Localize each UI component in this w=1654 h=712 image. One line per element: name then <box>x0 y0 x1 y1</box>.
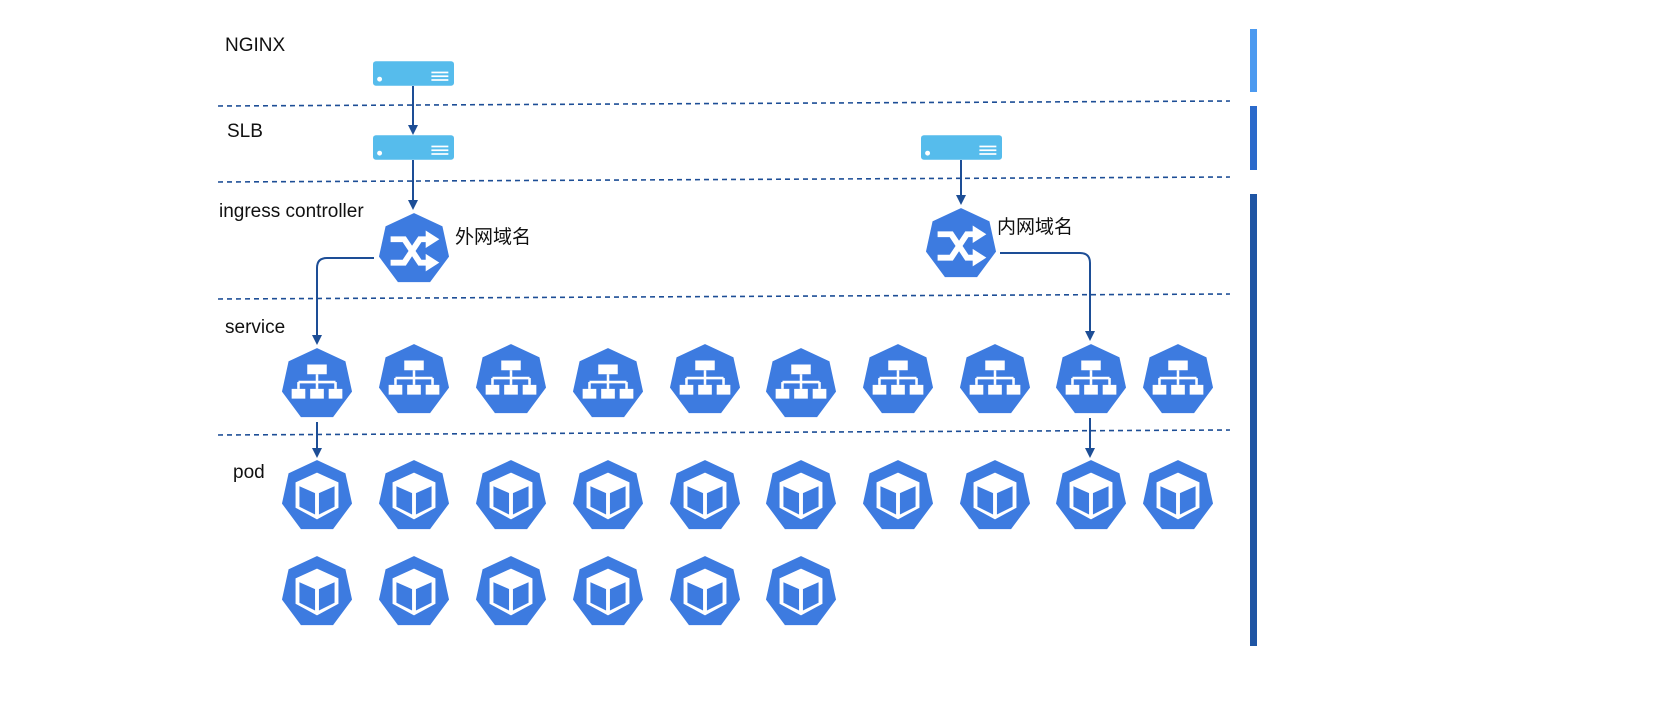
external-domain-label: 外网域名 <box>455 226 531 248</box>
service-icon <box>763 345 839 420</box>
internal-domain-label: 内网域名 <box>997 216 1073 238</box>
ingress-internal-icon <box>925 207 997 278</box>
divider-service-pod <box>217 429 1231 436</box>
side-bar-nginx <box>1250 29 1257 92</box>
service-icon <box>860 341 936 416</box>
layer-label-service: service <box>225 317 285 338</box>
arrow-ingress-internal-to-service <box>1000 252 1095 341</box>
layer-label-slb: SLB <box>227 121 263 142</box>
services-row <box>279 341 1216 420</box>
pod-icon <box>763 553 839 628</box>
divider-nginx-slb <box>217 100 1231 107</box>
slb-external-server-icon <box>373 135 454 160</box>
pod-icon <box>667 457 743 532</box>
pod-icon <box>570 457 646 532</box>
side-bars <box>1250 29 1257 646</box>
layer-label-pod: pod <box>233 462 265 483</box>
layer-labels: NGINX SLB ingress controller service pod <box>219 35 364 483</box>
pod-icon <box>473 457 549 532</box>
service-icon <box>667 341 743 416</box>
layer-label-ingress: ingress controller <box>219 201 364 222</box>
layer-dividers <box>217 100 1231 436</box>
service-icon <box>1053 341 1129 416</box>
side-bar-slb <box>1250 106 1257 170</box>
layer-label-nginx: NGINX <box>225 35 286 56</box>
pod-icon <box>279 457 355 532</box>
slb-internal-server-icon <box>921 135 1002 160</box>
pod-icon <box>957 457 1033 532</box>
pod-icon <box>667 553 743 628</box>
pod-icon <box>376 457 452 532</box>
nginx-server-icon <box>373 61 454 86</box>
pods-grid <box>279 457 1216 628</box>
arrow-ingress-external-to-service <box>312 257 374 345</box>
ingress-external-icon <box>378 212 450 283</box>
pod-icon <box>473 553 549 628</box>
connectors <box>312 86 1095 458</box>
pod-icon <box>1140 457 1216 532</box>
pod-icon <box>860 457 936 532</box>
pod-icon <box>763 457 839 532</box>
divider-ingress-service <box>217 293 1231 300</box>
service-icon <box>279 345 355 420</box>
service-icon <box>473 341 549 416</box>
divider-slb-ingress <box>217 176 1231 183</box>
service-icon <box>570 345 646 420</box>
pod-icon <box>376 553 452 628</box>
side-bar-cluster <box>1250 194 1257 646</box>
pod-icon <box>1053 457 1129 532</box>
service-icon <box>957 341 1033 416</box>
pod-icon <box>570 553 646 628</box>
service-icon <box>1140 341 1216 416</box>
pod-icon <box>279 553 355 628</box>
service-icon <box>376 341 452 416</box>
